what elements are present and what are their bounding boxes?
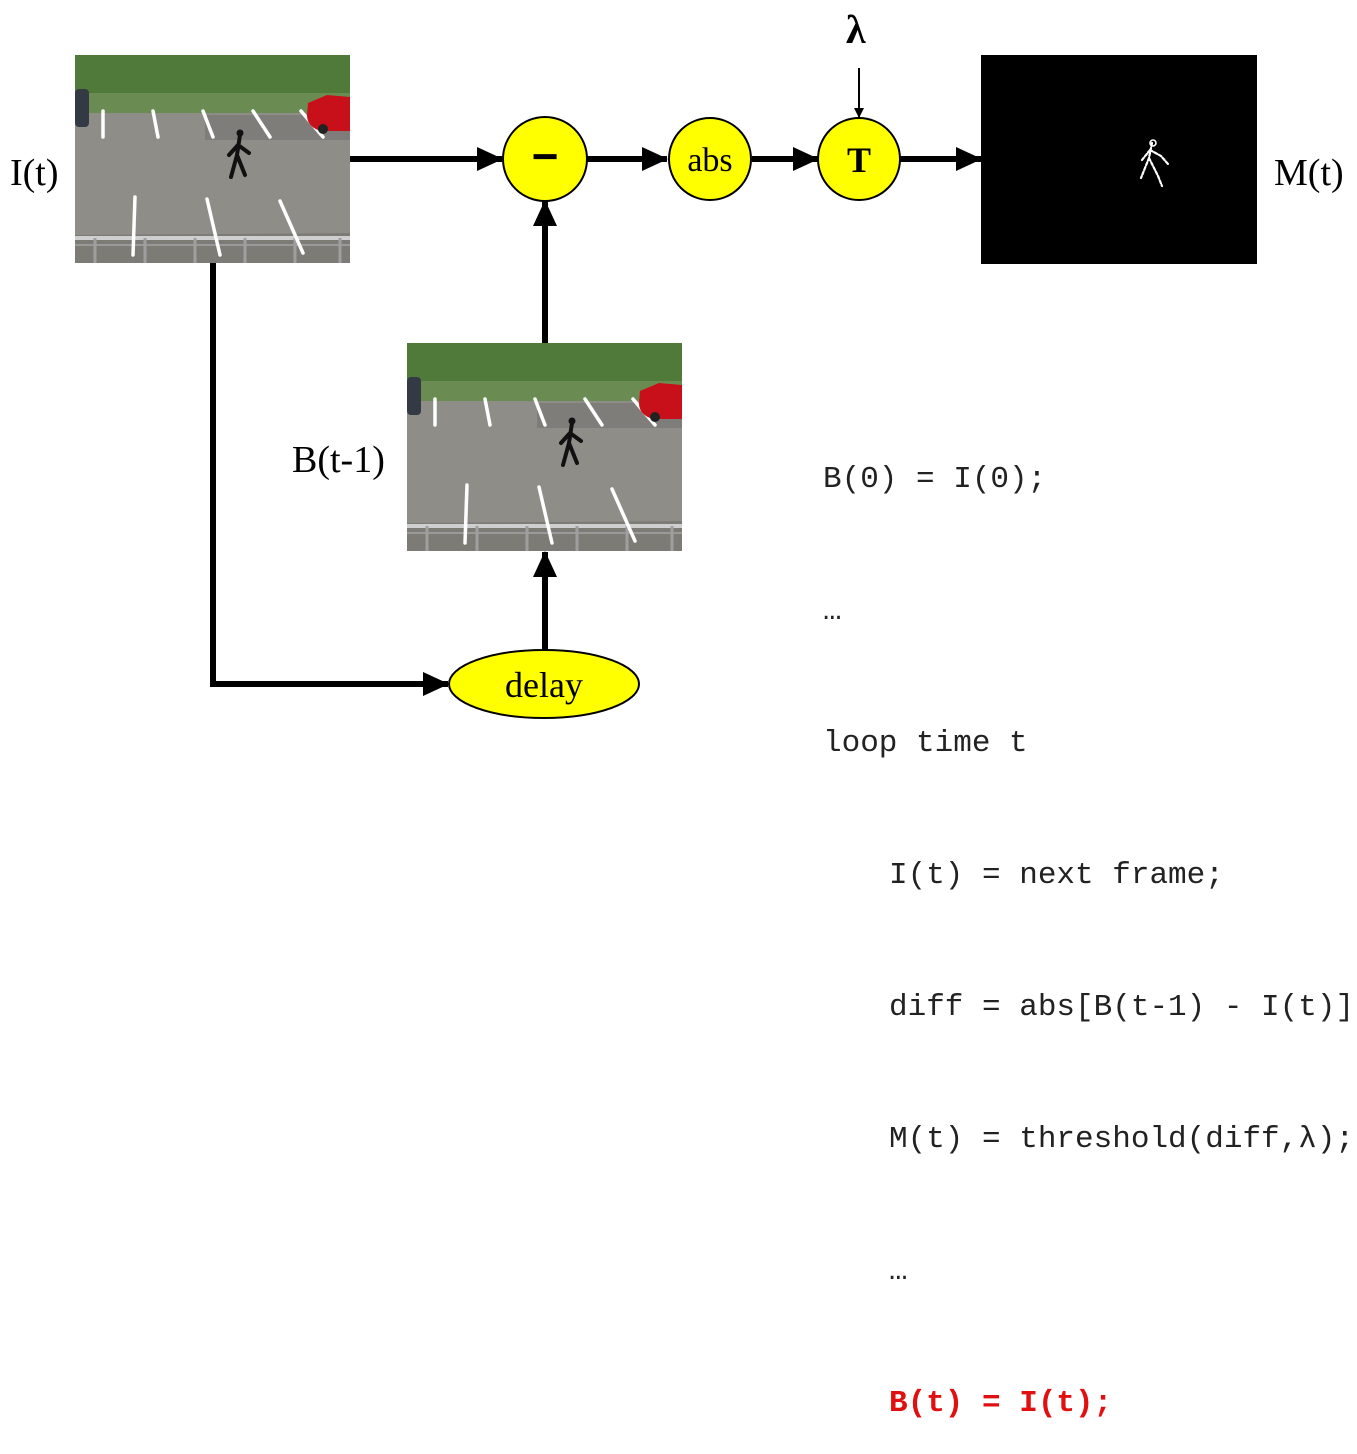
- input-frame-label: I(t): [10, 152, 59, 194]
- background-frame-image: [405, 341, 684, 553]
- subtract-node-label: −: [532, 130, 559, 182]
- abs-node: abs: [668, 117, 752, 201]
- code-line-7: …: [889, 1254, 908, 1289]
- abs-node-label: abs: [687, 142, 732, 179]
- code-line-8: B(t) = I(t);: [889, 1386, 1113, 1421]
- lambda-label: λ: [846, 7, 866, 52]
- subtract-node: −: [502, 116, 588, 202]
- code-line-2: …: [823, 594, 842, 629]
- output-mask-label: M(t): [1274, 152, 1344, 194]
- threshold-node: T: [817, 117, 901, 201]
- pseudocode-block: B(0) = I(0); … loop time t I(t) = next f…: [823, 370, 1357, 1454]
- delay-node-label: delay: [505, 665, 583, 705]
- code-line-4: I(t) = next frame;: [889, 858, 1224, 893]
- threshold-node-label: T: [847, 140, 871, 180]
- arrows: [210, 147, 982, 696]
- output-mask-image: [981, 55, 1257, 264]
- arrow-input-to-delay: [210, 263, 449, 696]
- code-line-3: loop time t: [823, 726, 1028, 761]
- diagram-canvas: − abs T delay: [73, 53, 1257, 719]
- input-frame-image: [73, 53, 352, 265]
- background-frame-label: B(t-1): [292, 439, 385, 481]
- code-line-1: B(0) = I(0);: [823, 462, 1047, 497]
- code-line-5: diff = abs[B(t-1) - I(t)];: [889, 990, 1357, 1025]
- delay-node: delay: [448, 649, 640, 719]
- code-line-6: M(t) = threshold(diff,λ);: [889, 1122, 1355, 1157]
